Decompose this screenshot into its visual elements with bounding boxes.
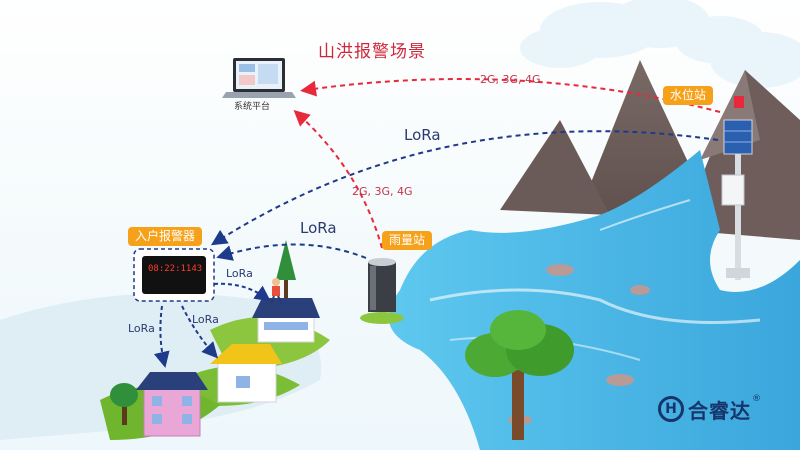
small-tree-icon [276, 240, 296, 300]
brand-logo: H 合睿达 ® [658, 394, 761, 424]
brand-logo-icon: H [658, 396, 684, 422]
link-alarm-to-house-right [181, 305, 219, 359]
platform-label: 系统平台 [234, 102, 271, 112]
link-label-alarm-house-right: LoRa [192, 313, 219, 326]
bush-icon [110, 383, 138, 425]
water-level-station [721, 96, 753, 280]
laptop-icon [222, 58, 296, 98]
link-alarm-to-house-left [153, 305, 170, 368]
link-label-water-lora: LoRa [404, 126, 441, 144]
rain-gauge-icon [360, 258, 404, 324]
alarm-clock-readout: 08:22:1143 [148, 264, 203, 274]
house-icon [210, 344, 282, 403]
page-title: 山洪报警场景 [318, 42, 426, 62]
link-label-rain-lora: LoRa [300, 219, 337, 237]
home-alarm-tag: 入户报警器 [128, 227, 203, 247]
registered-mark: ® [752, 394, 761, 404]
rain-gauge-station-tag: 雨量站 [382, 231, 433, 251]
link-label-alarm-person: LoRa [226, 267, 253, 280]
link-label-rain-cellular: 2G, 3G, 4G [352, 185, 413, 198]
brand-name: 合睿达 [688, 398, 751, 423]
link-label-water-cellular: 2G, 3G, 4G [480, 73, 541, 86]
cloud-icon [520, 0, 800, 88]
house-icon [252, 298, 320, 343]
water-level-station-tag: 水位站 [663, 86, 714, 106]
link-alarm-to-person [213, 282, 271, 302]
link-rain-to-platform [293, 109, 383, 249]
alarm-display-screen: 08:22:1143 [142, 256, 206, 294]
person-icon [270, 278, 283, 305]
tree-icon [465, 310, 574, 440]
link-label-alarm-house-left: LoRa [128, 322, 155, 335]
link-rain-to-alarm [216, 243, 367, 261]
link-water-to-alarm [210, 130, 719, 246]
house-icon [136, 372, 208, 437]
